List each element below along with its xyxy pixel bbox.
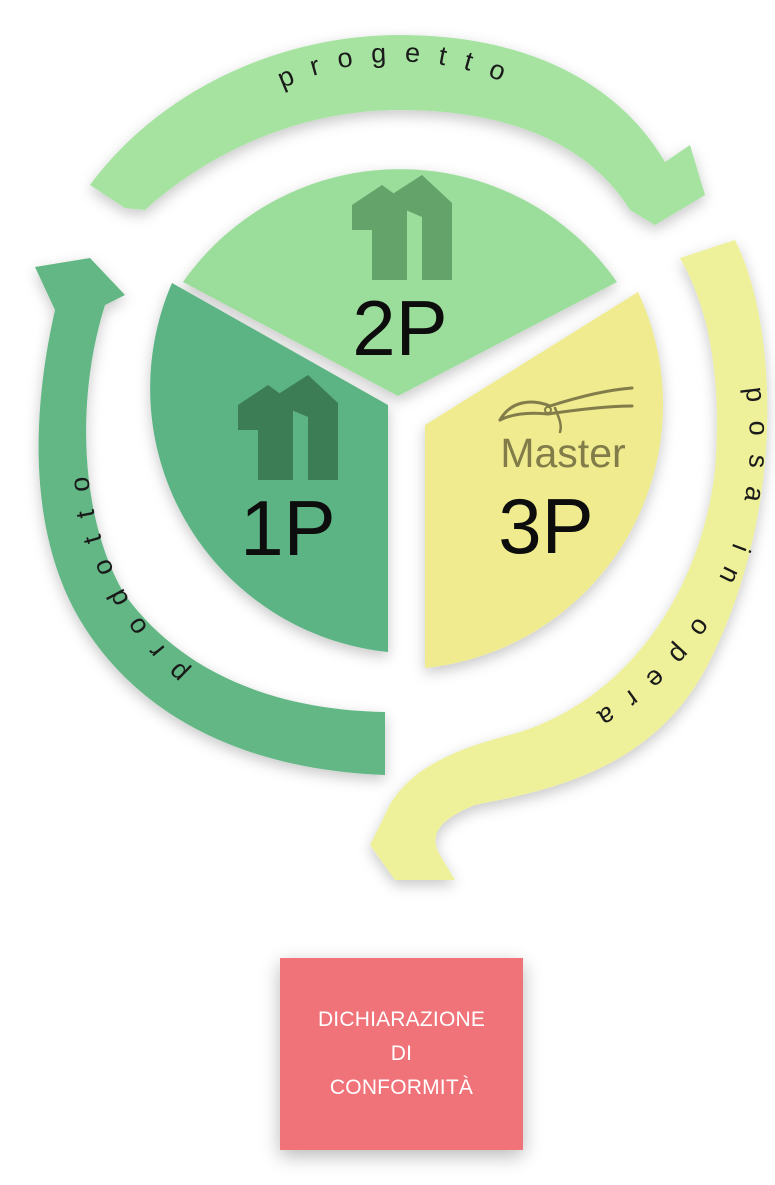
segment-3p <box>425 292 664 668</box>
house-logo-icon <box>238 375 338 480</box>
declaration-line: DI <box>390 1042 413 1065</box>
progetto-arrow <box>90 35 705 225</box>
segment-3p-brand: Master <box>500 430 625 476</box>
declaration-line: CONFORMITÀ <box>329 1076 474 1099</box>
posa-in-opera-arrow <box>370 240 768 880</box>
prodotto-arrow <box>35 258 385 775</box>
segment-1p-label: 1P <box>240 484 335 572</box>
declaration-text: DICHIARAZIONE DI CONFORMITÀ <box>318 1003 485 1105</box>
house-logo-icon <box>352 175 452 280</box>
declaration-line: DICHIARAZIONE <box>317 1008 486 1031</box>
declaration-of-conformity-box: DICHIARAZIONE DI CONFORMITÀ <box>280 958 523 1150</box>
segment-2p-label: 2P <box>352 284 447 372</box>
pliers-icon <box>498 386 634 434</box>
segment-2p <box>183 169 617 396</box>
segment-3p-label: 3P <box>498 482 593 570</box>
